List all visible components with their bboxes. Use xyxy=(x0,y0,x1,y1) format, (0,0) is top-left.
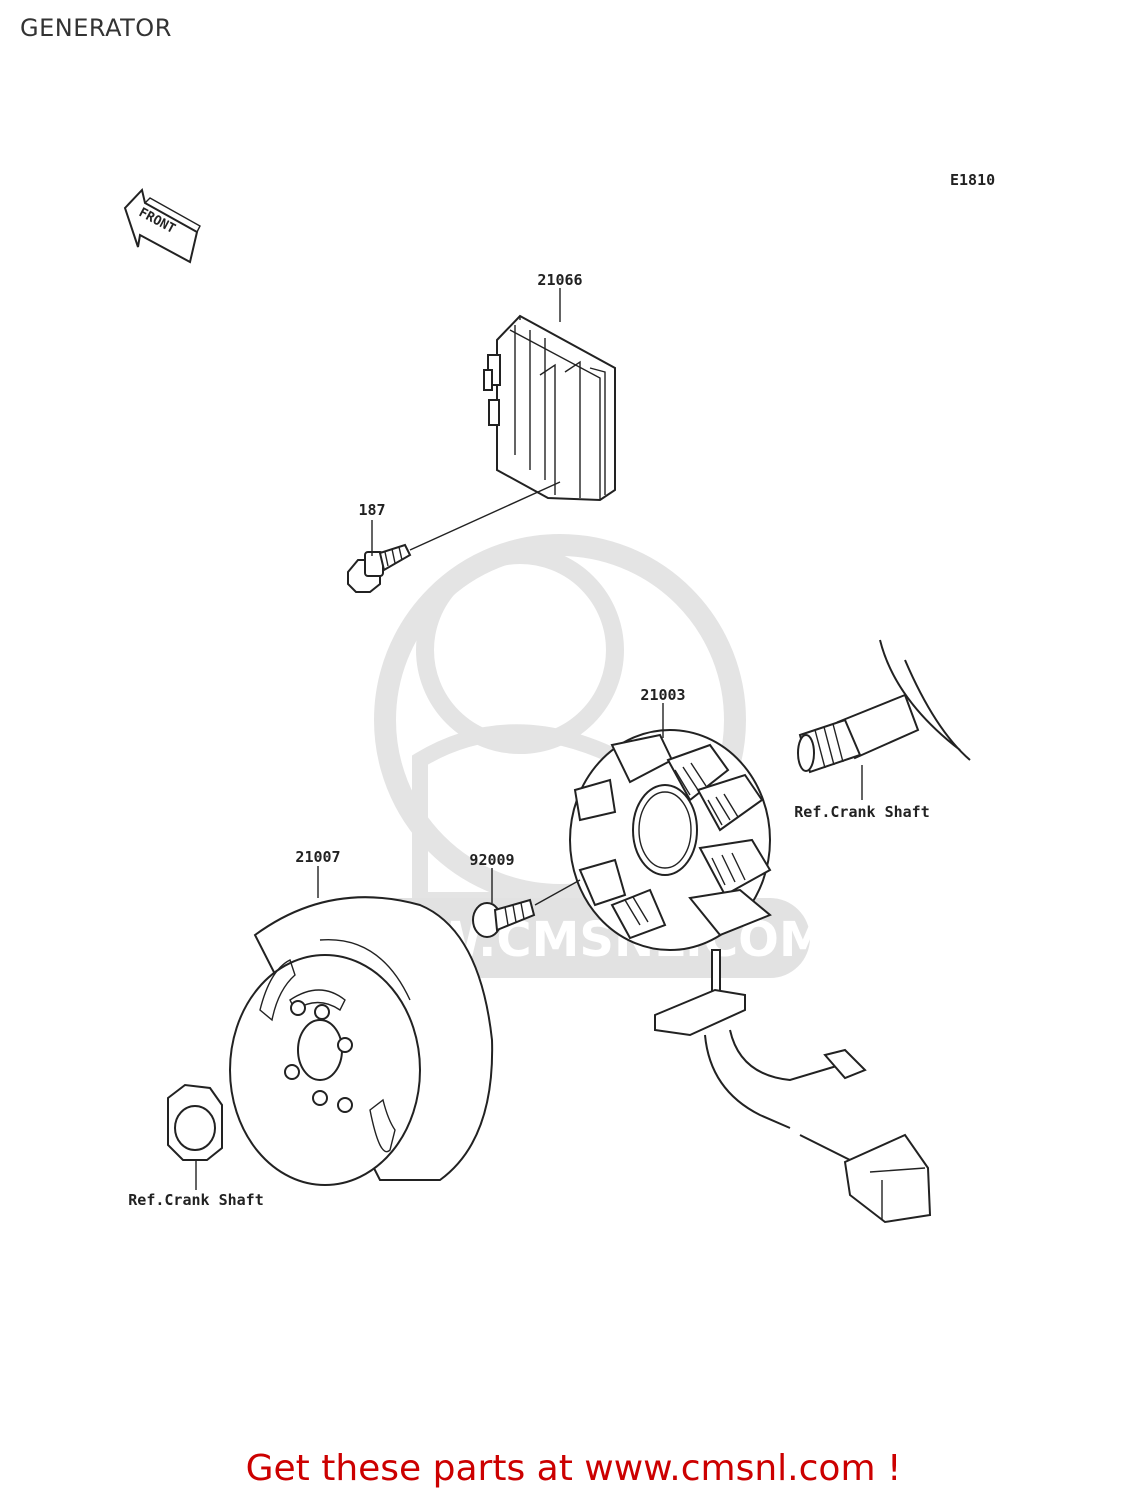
part-label-92009: 92009 xyxy=(469,851,514,869)
part-label-21007: 21007 xyxy=(295,848,340,866)
ref-label-crank-left: Ref.Crank Shaft xyxy=(128,1191,263,1209)
front-marker: FRONT xyxy=(123,187,201,264)
stator-part[interactable]: 21003 xyxy=(569,686,932,1224)
regulator-part[interactable]: 21066 xyxy=(483,271,616,502)
crank-shaft-left: Ref.Crank Shaft xyxy=(128,1083,264,1209)
ref-label-crank-right: Ref.Crank Shaft xyxy=(794,803,929,821)
crank-shaft-right: Ref.Crank Shaft xyxy=(794,639,971,821)
rotor-part[interactable]: 21007 xyxy=(229,848,494,1186)
screw-part[interactable]: 92009 xyxy=(469,851,581,938)
cta-link[interactable]: Get these parts at www.cmsnl.com ! xyxy=(245,1448,902,1489)
part-label-21003: 21003 xyxy=(640,686,685,704)
part-label-21066: 21066 xyxy=(537,271,582,289)
diagram-code: E1810 xyxy=(950,171,995,189)
page-title: GENERATOR xyxy=(20,14,172,42)
bolt-part[interactable]: 187 xyxy=(347,481,561,593)
part-label-187: 187 xyxy=(358,501,385,519)
